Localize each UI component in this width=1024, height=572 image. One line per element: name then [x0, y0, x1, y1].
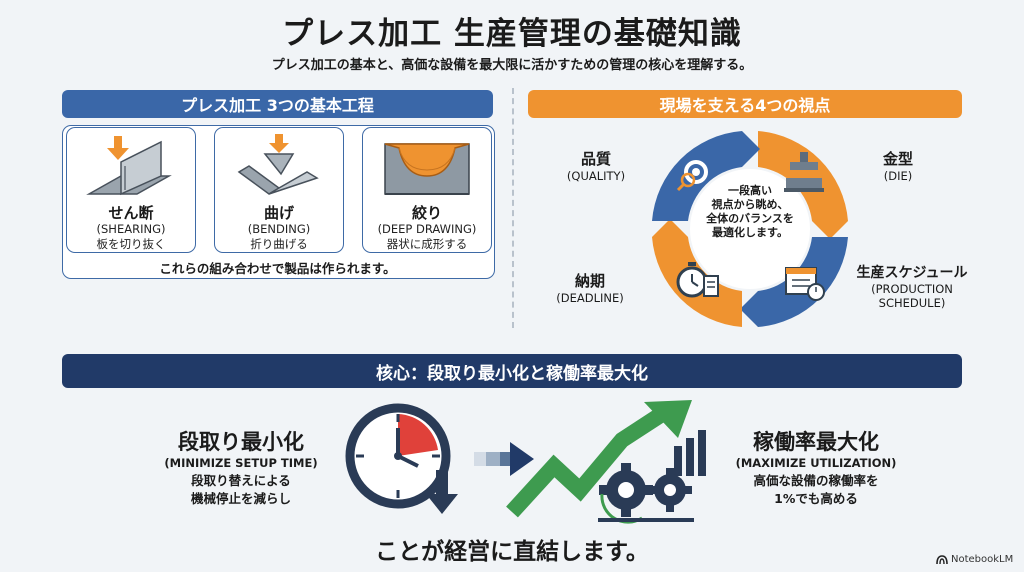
gear-magnifier-icon	[676, 160, 708, 192]
process-en-shearing: (SHEARING)	[96, 222, 166, 236]
setup-minimize-desc-1: 段取り替えによる	[191, 473, 291, 488]
clock-down-icon	[345, 403, 458, 514]
quality-segment	[652, 131, 742, 221]
process-desc-shearing: 板を切り抜く	[96, 237, 166, 251]
viewpoint-quality: 品質 (QUALITY)	[556, 148, 636, 183]
schedule-en-1: (PRODUCTION	[871, 282, 953, 296]
notebooklm-logo: NotebookLM	[936, 554, 1013, 565]
center-line-2: 視点から眺め、	[711, 198, 789, 211]
process-card-shearing: せん断 (SHEARING) 板を切り抜く	[66, 127, 196, 253]
page-title: プレス加工 生産管理の基礎知識	[282, 16, 742, 52]
schedule-en-2: SCHEDULE)	[878, 296, 946, 310]
core-banner: 核心：段取り最小化と稼働率最大化	[62, 354, 962, 388]
die-label: 金型	[882, 150, 913, 168]
process-card-deep-drawing: 絞り (DEEP DRAWING) 器状に成形する	[362, 127, 492, 253]
conclusion-text: ことが経営に直結します。	[375, 539, 649, 565]
stopwatch-checklist-icon	[676, 262, 719, 298]
center-line-4: 最適化します。	[712, 226, 788, 239]
arrow-right-icon	[474, 442, 534, 476]
section-divider	[512, 88, 514, 328]
press-die-icon	[784, 152, 824, 192]
setup-minimize-title: 段取り最小化	[178, 430, 304, 454]
process-en-bending: (BENDING)	[247, 222, 311, 236]
process-desc-bending: 折り曲げる	[250, 237, 308, 251]
utilization-desc-2: 1%でも高める	[774, 491, 858, 506]
bending-icon	[237, 134, 319, 195]
deep-drawing-icon	[384, 143, 470, 195]
utilization-en: (MAXIMIZE UTILIZATION)	[735, 456, 897, 470]
schedule-label: 生産スケジュール	[856, 265, 968, 281]
calendar-clock-icon	[785, 267, 825, 301]
process-desc-deep-drawing: 器状に成形する	[386, 237, 468, 251]
viewpoint-deadline: 納期 (DEADLINE)	[548, 270, 632, 305]
viewpoint-die: 金型 (DIE)	[868, 148, 928, 183]
branding-text: NotebookLM	[951, 554, 1014, 565]
notebooklm-icon	[936, 554, 948, 564]
gear-icon	[599, 463, 653, 517]
utilization-title: 稼働率最大化	[753, 430, 879, 454]
utilization-maximize-block: 稼働率最大化 (MAXIMIZE UTILIZATION) 高価な設備の稼働率を…	[716, 426, 916, 508]
processes-banner: プレス加工 3つの基本工程	[62, 90, 493, 118]
growth-gears-icon	[506, 400, 706, 524]
viewpoints-banner: 現場を支える4つの視点	[528, 90, 962, 118]
process-name-bending: 曲げ	[263, 204, 294, 222]
cycle-center-text: 一段高い 視点から眺め、 全体のバランスを 最適化します。	[690, 184, 810, 240]
viewpoint-schedule: 生産スケジュール (PRODUCTION SCHEDULE)	[852, 262, 972, 310]
die-segment	[758, 131, 848, 221]
processes-note: これらの組み合わせで製品は作られます。	[159, 261, 396, 276]
quality-en: (QUALITY)	[566, 169, 626, 183]
deadline-label: 納期	[574, 272, 605, 290]
process-name-deep-drawing: 絞り	[411, 204, 442, 222]
shearing-icon	[86, 136, 172, 196]
utilization-desc-1: 高価な設備の稼働率を	[753, 473, 879, 488]
page-subtitle: プレス加工の基本と、高価な設備を最大限に活かすための管理の核心を理解する。	[271, 58, 753, 73]
viewpoint-cycle-diagram	[652, 131, 848, 327]
process-en-deep-drawing: (DEEP DRAWING)	[377, 222, 477, 236]
process-card-bending: 曲げ (BENDING) 折り曲げる	[214, 127, 344, 253]
center-line-3: 全体のバランスを	[706, 212, 794, 225]
quality-label: 品質	[580, 150, 611, 168]
center-line-1: 一段高い	[728, 184, 772, 197]
setup-minimize-block: 段取り最小化 (MINIMIZE SETUP TIME) 段取り替えによる 機械…	[146, 426, 336, 508]
setup-minimize-desc-2: 機械停止を減らし	[190, 491, 291, 506]
deadline-en: (DEADLINE)	[556, 291, 624, 305]
die-en: (DIE)	[883, 169, 913, 183]
setup-minimize-en: (MINIMIZE SETUP TIME)	[164, 456, 318, 470]
process-name-shearing: せん断	[108, 204, 154, 222]
